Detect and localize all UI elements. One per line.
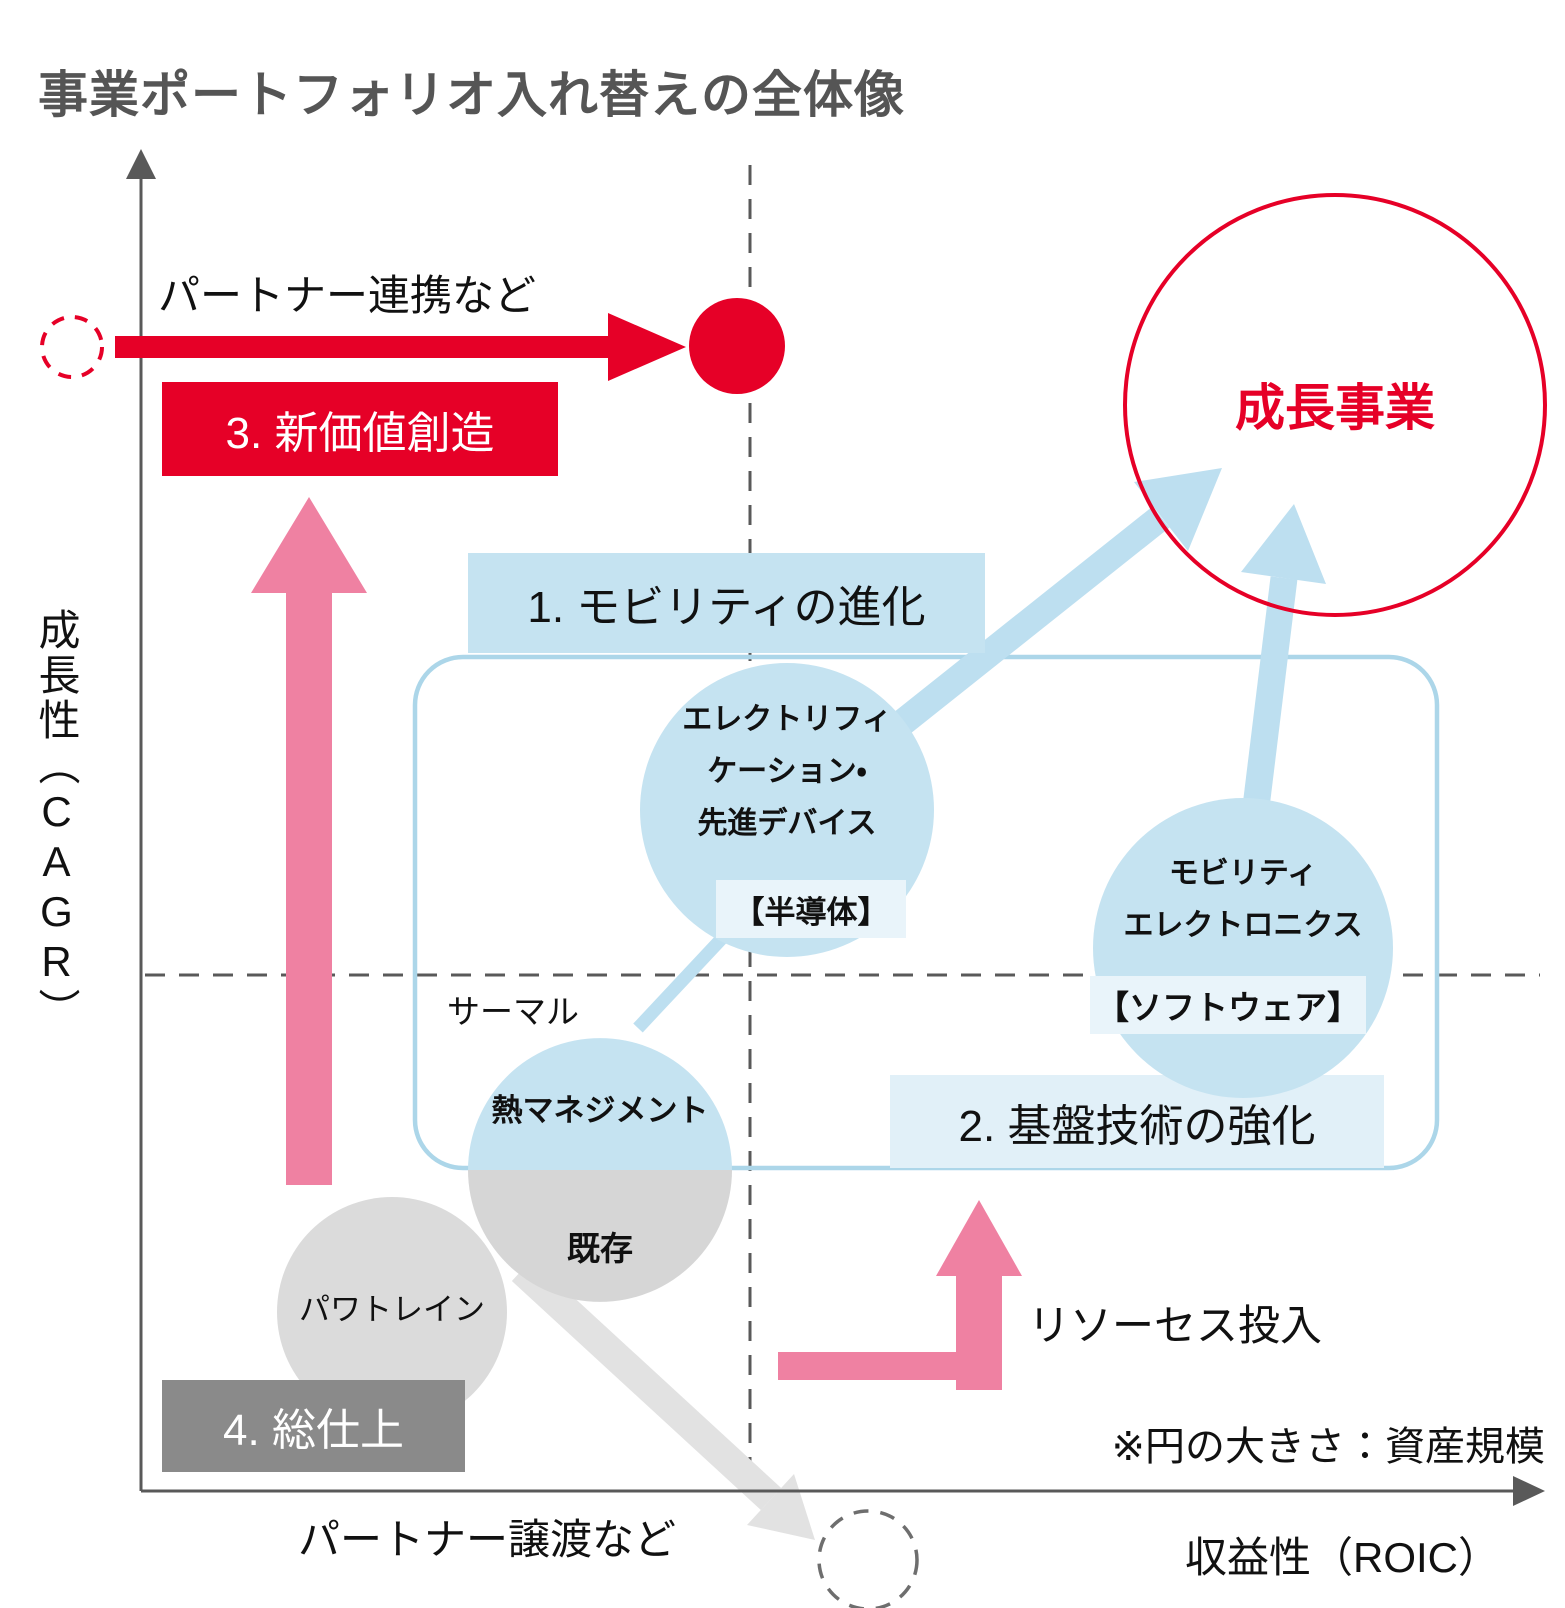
mobility-electronics-label: モビリティ エレクトロニクス bbox=[1123, 857, 1363, 942]
new-value-up-arrow bbox=[251, 497, 367, 1185]
thermal-management-label: 熱マネジメント bbox=[491, 1093, 709, 1128]
resources-label: リソーセス投入 bbox=[1028, 1302, 1323, 1349]
page-title: 事業ポートフォリオ入れ替えの全体像 bbox=[38, 67, 905, 123]
step4-finishing-box: 4. 総仕上 bbox=[162, 1380, 465, 1472]
electrification-growth-arrow bbox=[849, 468, 1222, 769]
step3-new-value-box: 3. 新価値創造 bbox=[162, 382, 558, 476]
existing-half-circle bbox=[468, 1170, 732, 1302]
thermal-electrification-connector bbox=[633, 929, 731, 1033]
y-axis-label: 成長性（CAGR） bbox=[33, 608, 80, 1033]
powertrain-circle bbox=[277, 1197, 507, 1427]
growth-business-label: 成長事業 bbox=[1235, 380, 1435, 436]
thermal-label: サーマル bbox=[447, 993, 579, 1030]
resources-arrow bbox=[778, 1200, 1022, 1390]
step2-box-bg bbox=[890, 1075, 1384, 1168]
electrification-label: エレクトリフィ ケーション・ 先進デバイス bbox=[682, 703, 892, 840]
partner-alliance-label: パートナー連携など bbox=[158, 272, 537, 319]
partner-alliance-arrow bbox=[115, 313, 686, 381]
circle-size-note: ※円の大きさ：資産規模 bbox=[1111, 1425, 1545, 1469]
thermal-management-half-circle bbox=[468, 1038, 732, 1170]
partner-transfer-label: パートナー譲渡など bbox=[298, 1516, 677, 1563]
transfer-dashed-circle bbox=[817, 1509, 919, 1608]
new-business-dashed-circle bbox=[40, 315, 104, 379]
y-axis bbox=[126, 149, 156, 1491]
software-tag: 【ソフトウェア】 bbox=[1090, 976, 1366, 1034]
powertrain-label: パワトレイン bbox=[299, 1292, 485, 1327]
step2-base-tech-box: 2. 基盤技術の強化 bbox=[958, 1101, 1316, 1151]
mobility-growth-arrow bbox=[1241, 504, 1326, 817]
growth-business-circle bbox=[1123, 193, 1547, 617]
x-axis bbox=[141, 1476, 1545, 1506]
step1-mobility-evolution-box: 1. モビリティの進化 bbox=[468, 553, 985, 653]
new-business-dot bbox=[689, 298, 785, 394]
semiconductor-tag: 【半導体】 bbox=[716, 880, 906, 938]
existing-label: 既存 bbox=[567, 1230, 633, 1267]
divest-arrow bbox=[511, 1258, 815, 1540]
x-axis-label: 収益性（ROIC） bbox=[1184, 1534, 1500, 1581]
